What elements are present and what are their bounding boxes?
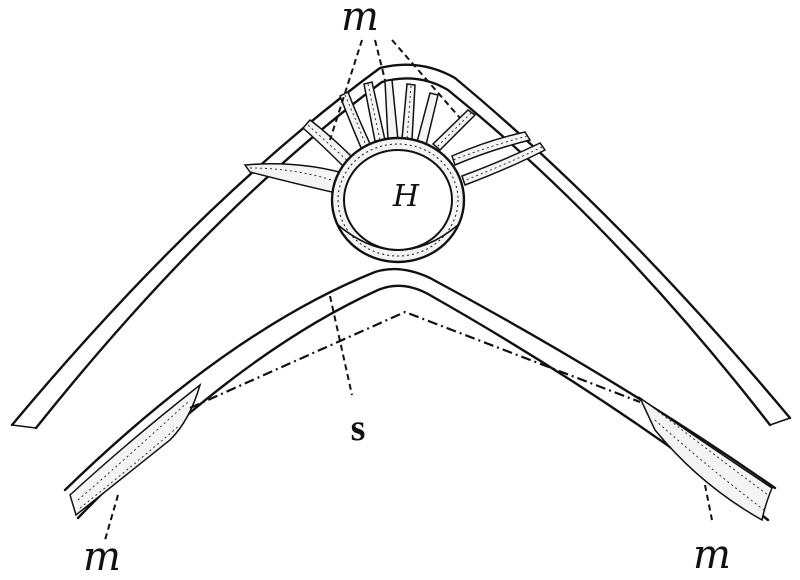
label-septum: s bbox=[351, 407, 366, 449]
right-muscle-bundle bbox=[638, 395, 773, 522]
leader-lines bbox=[104, 39, 713, 541]
label-m-left: m bbox=[83, 534, 121, 580]
lower-septum-band bbox=[63, 267, 777, 522]
heart-structure bbox=[330, 136, 466, 264]
label-m-right: m bbox=[693, 532, 731, 578]
label-m-top: m bbox=[341, 0, 379, 40]
label-heart: H bbox=[392, 179, 420, 214]
left-muscle-bundle bbox=[69, 382, 202, 517]
radiating-muscle-fibres bbox=[243, 79, 547, 196]
